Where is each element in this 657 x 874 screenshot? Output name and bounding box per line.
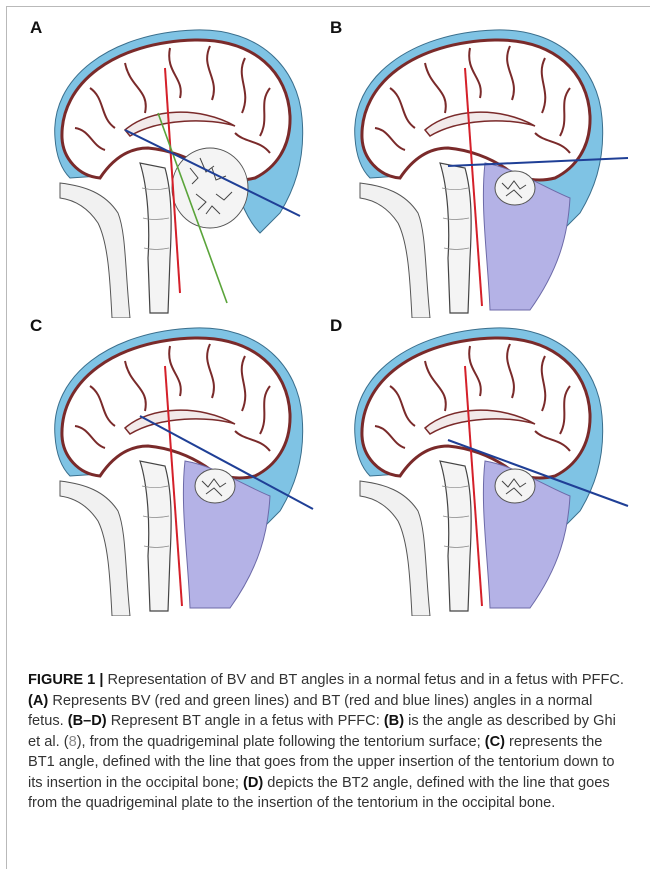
citation-link[interactable]: 8 xyxy=(69,734,77,750)
brain-illustration-b xyxy=(330,18,630,318)
caption-ref-a: (A) xyxy=(28,693,48,709)
caption-text-5: ), from the quadrigeminal plate followin… xyxy=(77,734,485,750)
caption-text-1: Representation of BV and BT angles in a … xyxy=(103,672,624,688)
panel-letter-c: C xyxy=(30,316,42,336)
caption-ref-d: (D) xyxy=(243,775,263,791)
panel-d: D xyxy=(330,316,630,616)
panel-letter-d: D xyxy=(330,316,342,336)
brain-illustration-d xyxy=(330,316,630,616)
caption-label: FIGURE 1 | xyxy=(28,672,103,688)
brain-illustration-a xyxy=(30,18,330,318)
caption-ref-c: (C) xyxy=(485,734,505,750)
panel-b: B xyxy=(330,18,630,318)
panel-letter-a: A xyxy=(30,18,42,38)
figure-caption: FIGURE 1 | Representation of BV and BT a… xyxy=(28,670,630,814)
panel-letter-b: B xyxy=(330,18,342,38)
caption-ref-b: (B) xyxy=(384,713,404,729)
cerebellum-normal xyxy=(172,148,248,228)
panel-c: C xyxy=(30,316,330,616)
panel-a: A xyxy=(30,18,330,318)
brain-illustration-c xyxy=(30,316,330,616)
caption-ref-bd: (B–D) xyxy=(68,713,107,729)
caption-text-3: Represent BT angle in a fetus with PFFC: xyxy=(107,713,384,729)
